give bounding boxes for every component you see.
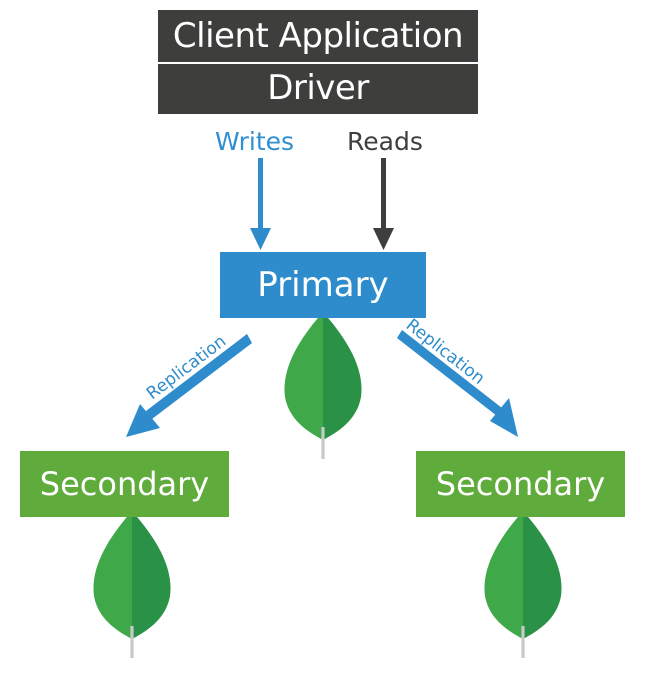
writes-label: Writes [215, 127, 295, 156]
secondary-right-leaf-icon [484, 511, 562, 658]
client-application-box: Client Application Driver [158, 10, 478, 114]
client-divider [158, 62, 478, 64]
secondary-node-right: Secondary [416, 451, 625, 517]
client-application-label: Client Application [172, 16, 464, 56]
primary-node: Primary [220, 252, 426, 318]
secondary-node-left: Secondary [20, 451, 229, 517]
reads-arrow [373, 158, 394, 250]
driver-label: Driver [267, 68, 369, 108]
replication-right-label: Replication [402, 315, 488, 389]
writes-arrow [250, 158, 271, 250]
replication-arrow-right [397, 330, 518, 437]
primary-leaf-icon [284, 312, 362, 459]
secondary-left-leaf-icon [93, 511, 171, 658]
replication-arrow-left [126, 334, 252, 437]
reads-label: Reads [347, 127, 423, 156]
